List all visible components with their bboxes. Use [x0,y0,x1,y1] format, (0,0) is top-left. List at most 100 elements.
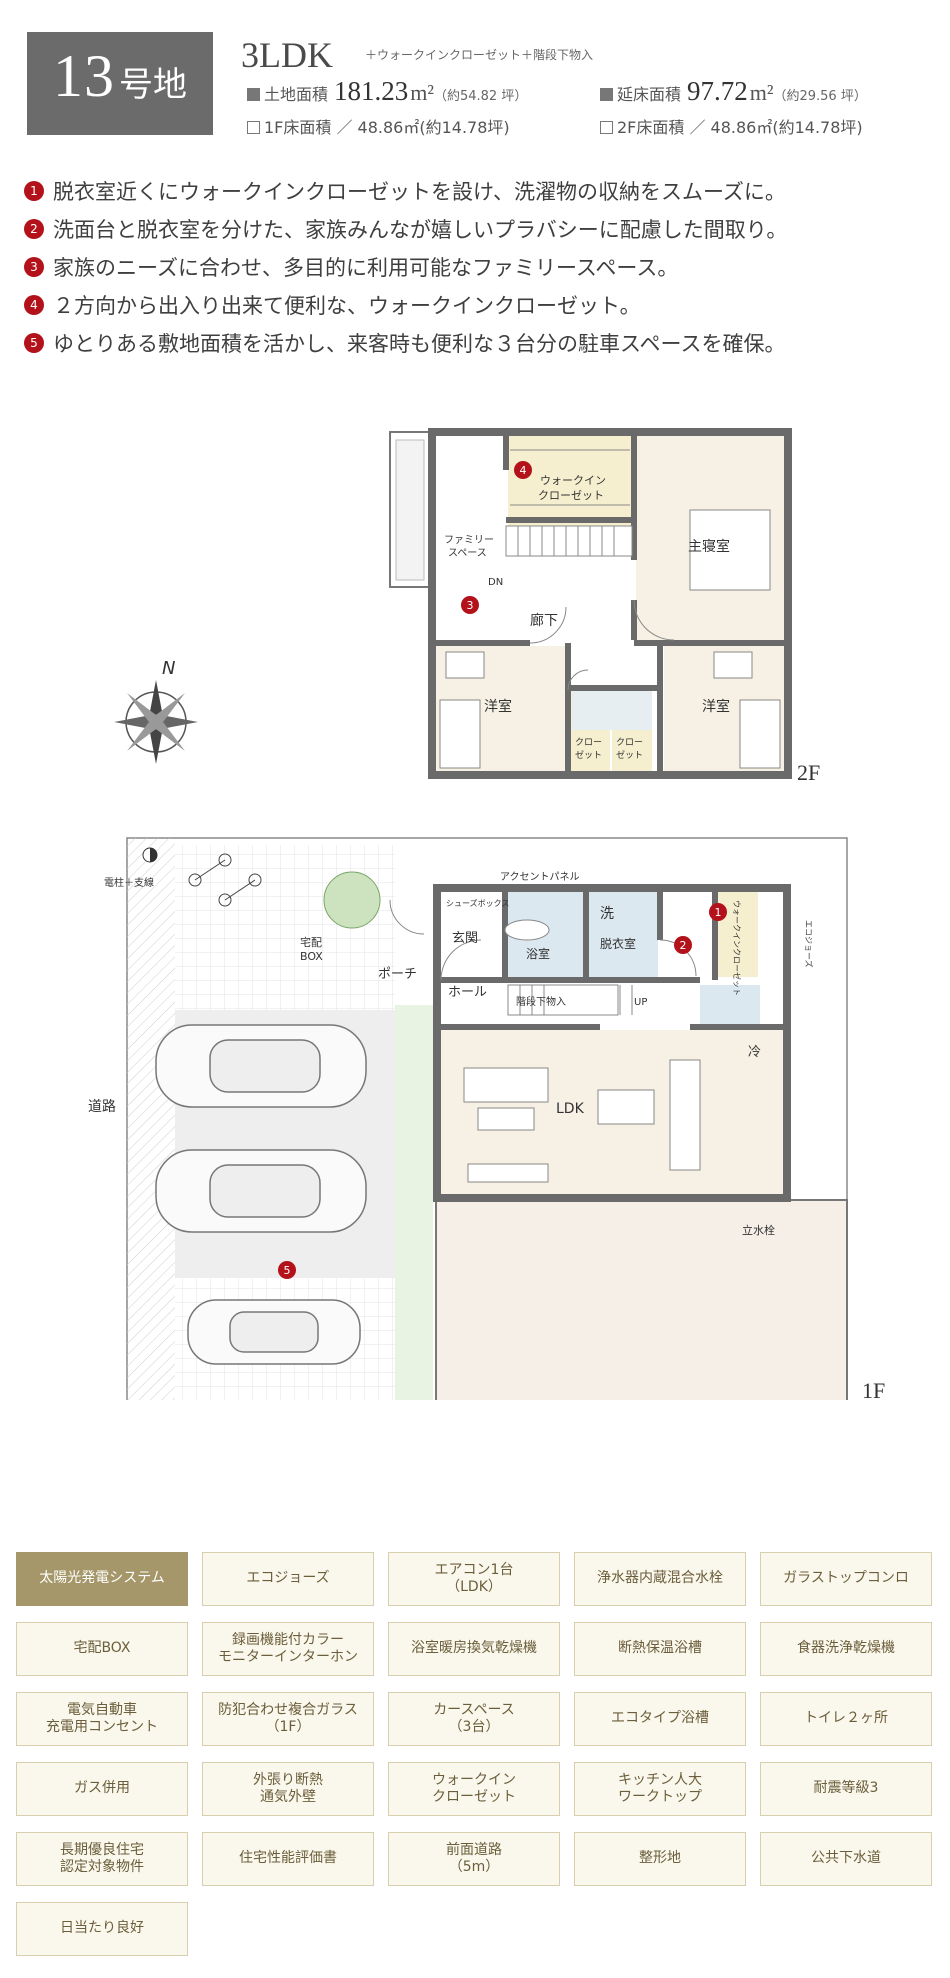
hall-label: 廊下 [530,612,558,629]
toilet-2f [572,690,652,730]
floor2-label: 2F [797,760,821,785]
floor1-label: 1F [862,1378,886,1403]
equipment-item: 浴室暖房換気乾燥機 [388,1622,560,1676]
equipment-item: 日当たり良好 [16,1902,188,1956]
svg-text:ゼット: ゼット [575,749,602,761]
storage-label: 階段下物入 [516,995,566,1008]
bicycle-icon [188,853,262,907]
compass-icon: N [114,658,198,764]
svg-text:2: 2 [680,939,687,952]
equipment-item: 電気自動車 充電用コンセント [16,1692,188,1746]
equipment-item: 食器洗浄乾燥機 [760,1622,932,1676]
number-badge: 1 [24,181,44,201]
west-room-label: 洋室 [484,698,512,715]
wash-label: 洗 [600,906,614,922]
entrance-label: 玄関 [452,931,478,946]
equipment-item: 宅配BOX [16,1622,188,1676]
family-label-2: スペース [448,548,487,559]
stair-storage [507,984,619,1016]
filled-square-icon [247,88,260,101]
equipment-item: 整形地 [574,1832,746,1886]
master-label: 主寝室 [688,538,730,555]
equipment-item: 公共下水道 [760,1832,932,1886]
equipment-grid: 太陽光発電システムエコジョーズエアコン1台 （LDK）浄水器内蔵混合水栓ガラスト… [16,1552,934,1956]
equipment-item: ガス併用 [16,1762,188,1816]
equipment-item: エコジョーズ [202,1552,374,1606]
equipment-item: エコタイプ浴槽 [574,1692,746,1746]
marker-5 [278,1261,296,1279]
ldk-label: LDK [556,1101,585,1117]
number-badge: 3 [24,257,44,277]
equipment-item: トイレ２ヶ所 [760,1692,932,1746]
equipment-item: 長期優良住宅 認定対象物件 [16,1832,188,1886]
marker-2 [674,936,692,954]
floor-plans: ウォークイン クローゼット 主寝室 ファミリー スペース DN 廊下 洋室 洋室… [88,428,848,1400]
equipment-item: 録画機能付カラー モニターインターホン [202,1622,374,1676]
faucet-label: 立水栓 [742,1223,775,1237]
plan-extra: ＋ウォークインクローゼット＋階段下物入 [365,48,594,62]
floor1-area: 1F床面積 ／ 48.86㎡(約14.78坪) [247,114,510,138]
equipment-item: 耐震等級3 [760,1762,932,1816]
empty-square-icon [600,121,613,134]
lot-number-box: 13 号地 [27,32,213,135]
accent-panel-label: アクセントパネル [500,871,580,883]
equipment-item: ガラストップコンロ [760,1552,932,1606]
floor2-plan: ウォークイン クローゼット 主寝室 ファミリー スペース DN 廊下 洋室 洋室… [389,428,792,779]
equipment-item: 前面道路 （5m） [388,1832,560,1886]
svg-text:3: 3 [467,599,474,612]
wic-label-1f: ウォークインクローゼット [732,900,742,996]
floor2-area: 2F床面積 ／ 48.86㎡(約14.78坪) [600,114,863,138]
marker-3 [461,596,479,614]
garden [435,1199,848,1400]
svg-text:5: 5 [284,1264,291,1277]
equipment-item: 外張り断熱 通気外壁 [202,1762,374,1816]
lot-number: 13 [53,43,115,109]
equipment-item: 断熱保温浴槽 [574,1622,746,1676]
marker-1 [709,903,727,921]
svg-text:クロー: クロー [616,737,643,748]
empty-square-icon [247,121,260,134]
dn-label: DN [488,577,503,588]
eco-label: エコジョーズ [804,920,814,968]
road-label: 道路 [88,1099,116,1115]
fridge-label: 冷 [748,1045,761,1060]
delivery-label: 宅配 [300,935,322,949]
equipment-item: カースペース （3台） [388,1692,560,1746]
number-badge: 4 [24,295,44,315]
lot-suffix: 号地 [119,65,187,105]
equipment-item: エアコン1台 （LDK） [388,1552,560,1606]
delivery-label-2: BOX [300,950,323,963]
equipment-item: ウォークイン クローゼット [388,1762,560,1816]
east-room-label: 洋室 [702,698,730,715]
porch-label: ポーチ [378,967,417,982]
filled-square-icon [600,88,613,101]
marker-4 [514,461,532,479]
shoebox-label: シューズボックス [446,898,509,908]
equipment-item: 防犯合わせ複合ガラス （1F） [202,1692,374,1746]
svg-text:クロー: クロー [575,737,602,748]
svg-text:ゼット: ゼット [616,749,643,761]
wic-label-2: クローゼット [538,489,604,502]
equipment-item: 住宅性能評価書 [202,1832,374,1886]
svg-text:1: 1 [715,906,722,919]
road [127,838,175,1400]
wic-label: ウォークイン [540,474,606,487]
number-badge: 5 [24,333,44,353]
north-label: N [162,658,175,679]
floor1-plan: 電柱＋支線 宅配 BOX 道路 ポーチ 玄関 シューズボックス アクセントパネル… [88,837,848,1400]
dressing-room [588,892,658,977]
bath-label: 浴室 [526,946,550,961]
pole-label: 電柱＋支線 [104,876,154,889]
up-label: UP [634,997,647,1008]
family-label: ファミリー [444,535,494,546]
equipment-item: 太陽光発電システム [16,1552,188,1606]
svg-text:4: 4 [520,464,527,477]
plan-type: 3LDK [241,35,333,75]
